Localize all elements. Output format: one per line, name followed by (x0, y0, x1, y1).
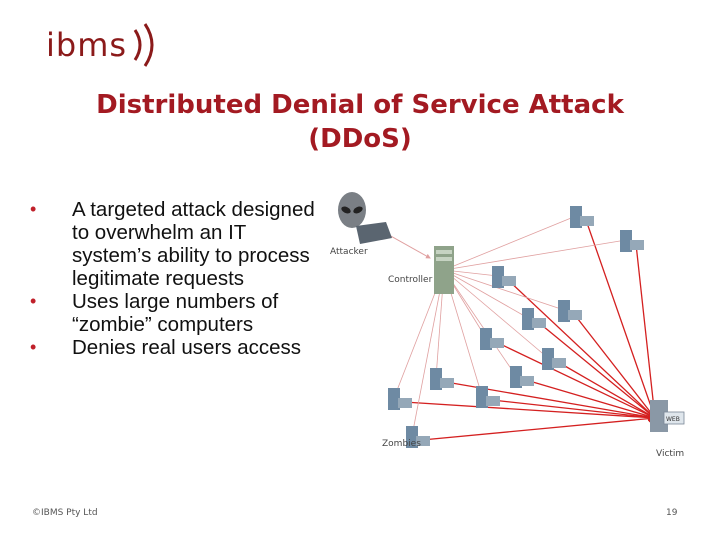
zombie-computer-icon (542, 348, 566, 370)
bullet-item: • Uses large numbers of “zombie” computer… (28, 290, 328, 336)
bullet-text: Denies real users access (72, 336, 302, 359)
connection-arrow (537, 321, 657, 419)
connection-arrow (421, 414, 657, 441)
logo-waves-icon (133, 23, 154, 67)
zombie-computer-icon (406, 426, 430, 448)
zombie-computer-icon (620, 230, 644, 252)
connection-lines (379, 215, 659, 441)
zombie-computer-icon (558, 300, 582, 322)
connection-arrow (585, 219, 657, 420)
ibms-logo: ibms (46, 20, 161, 70)
zombie-computer-icon (476, 386, 500, 408)
controller-node (434, 246, 454, 294)
connection-arrow (443, 269, 549, 359)
connection-arrow (525, 379, 657, 420)
connection-arrow (495, 341, 657, 419)
bullet-dot-icon: • (30, 337, 37, 357)
connection-arrow (443, 238, 627, 271)
zombies-label: Zombies (382, 439, 421, 449)
connection-arrow (443, 215, 577, 271)
zombie-computer-icon (492, 266, 516, 288)
laptop-icon (356, 222, 392, 244)
zombie-computer-icon (522, 308, 546, 330)
bullet-list: • A targeted attack designed to overwhelm… (28, 198, 328, 359)
connection-arrow (403, 401, 657, 422)
bullet-item: • Denies real users access (28, 336, 328, 359)
web-server-icon (650, 400, 668, 432)
zombie-computer-icon (570, 206, 594, 228)
footer-copyright: ©IBMS Pty Ltd (32, 508, 98, 518)
attacker-node (338, 192, 392, 244)
connection-arrow (507, 279, 656, 419)
alien-head-icon (338, 192, 366, 228)
bullet-dot-icon: • (30, 199, 37, 219)
diagram-nodes (388, 206, 644, 448)
connection-arrow (443, 269, 529, 319)
bullet-item: • A targeted attack designed to overwhelm… (28, 198, 328, 290)
ddos-diagram: Attacker Controller Zombies WEB Victim (330, 192, 685, 459)
bullet-text: A targeted attack designed to overwhelm … (72, 198, 315, 290)
controller-label: Controller (388, 275, 433, 285)
attacker-label: Attacker (330, 247, 368, 257)
connection-arrow (557, 361, 657, 419)
zombie-computer-icon (388, 388, 412, 410)
connection-arrow (443, 269, 517, 377)
title-line-2: (DDoS) (308, 124, 412, 154)
connection-arrow (635, 243, 659, 420)
bullet-text: Uses large numbers of “zombie” computers (72, 290, 279, 336)
page-number: 19 (666, 508, 678, 518)
slide-title: Distributed Denial of Service Attack (DD… (60, 88, 660, 156)
web-tag: WEB (666, 416, 680, 423)
title-line-1: Distributed Denial of Service Attack (96, 90, 624, 120)
victim-node: WEB (650, 400, 685, 432)
victim-label: Victim (656, 449, 684, 459)
connection-arrow (410, 269, 445, 437)
zombie-computer-icon (480, 328, 504, 350)
zombie-computer-icon (430, 368, 454, 390)
zombie-computer-icon (510, 366, 534, 388)
connection-arrow (443, 269, 565, 311)
connection-arrow (491, 399, 657, 422)
connection-arrow (573, 313, 656, 420)
bullet-dot-icon: • (30, 291, 37, 311)
logo-text: ibms (46, 26, 128, 64)
